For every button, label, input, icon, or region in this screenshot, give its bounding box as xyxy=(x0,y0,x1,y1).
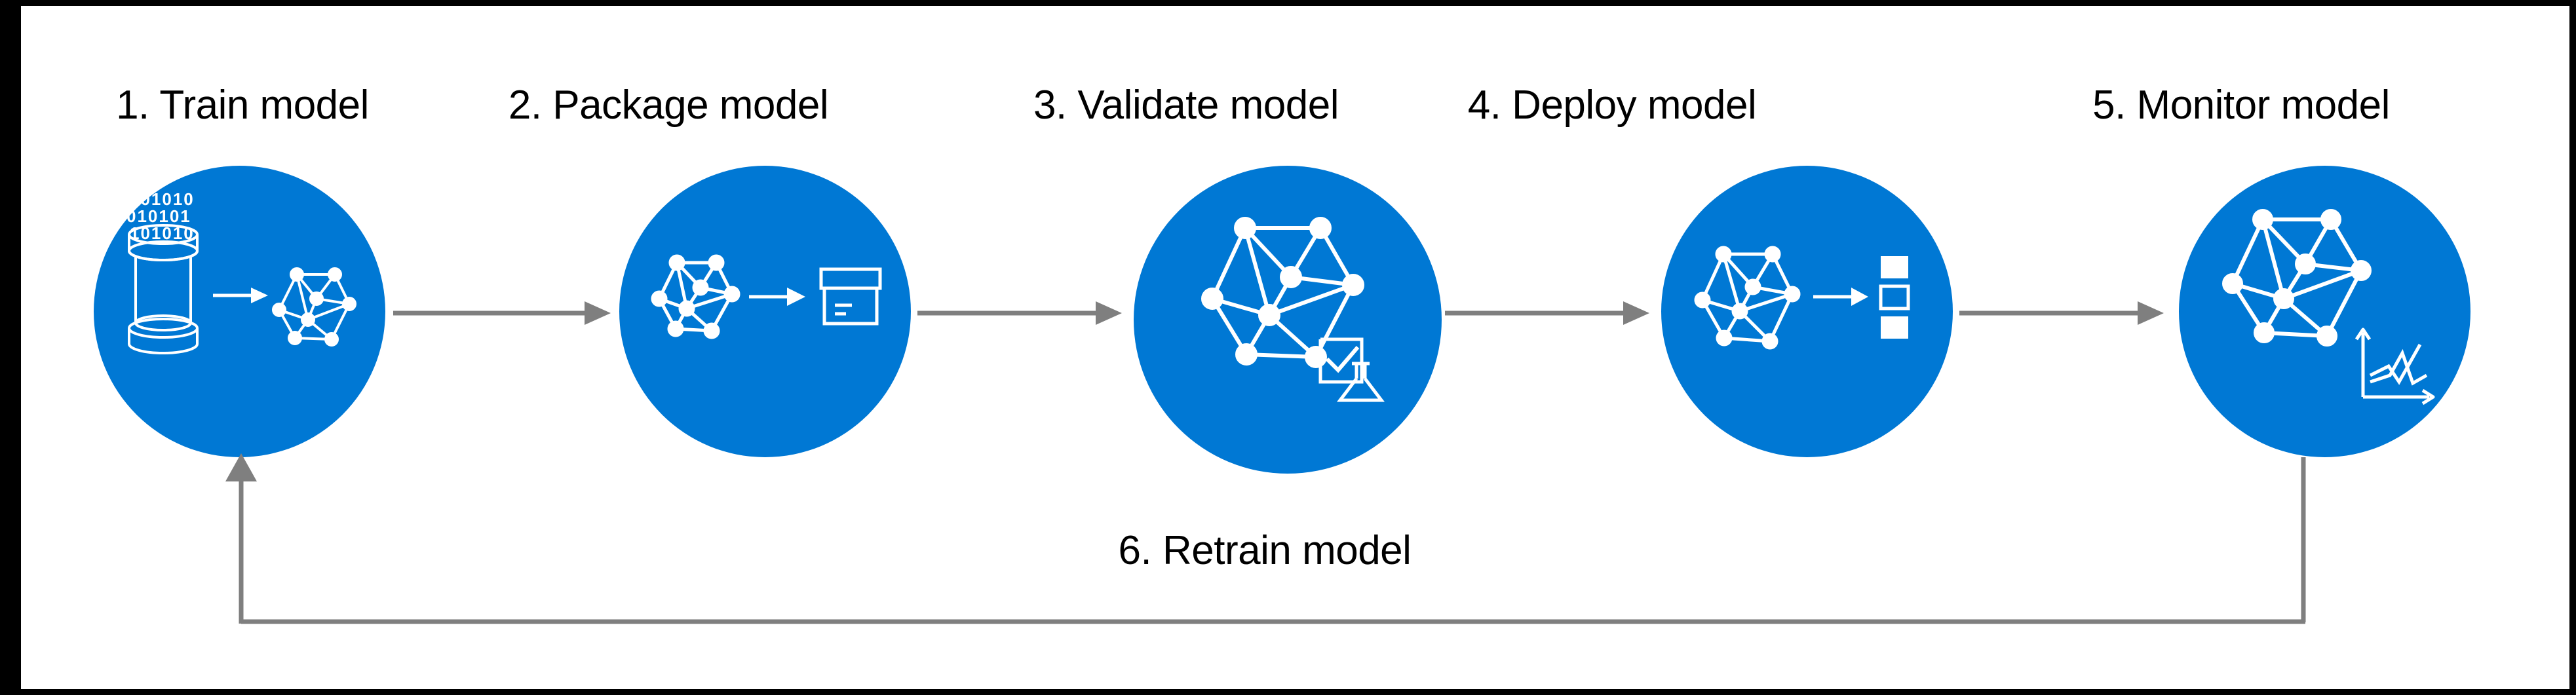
arrow-right-icon xyxy=(1813,288,1868,306)
connector-arrow-4-5 xyxy=(1959,301,2164,325)
stage-circle-validate-model[interactable] xyxy=(1134,166,1442,474)
neural-network-icon xyxy=(1201,217,1364,368)
stage-3-icon-group xyxy=(1201,217,1385,402)
stage-4-icon-group xyxy=(1694,246,1910,350)
neural-network-icon xyxy=(1694,246,1801,350)
stage-circle-deploy-model[interactable] xyxy=(1661,166,1953,457)
neural-network-icon xyxy=(651,254,740,339)
feedback-loop-label: 6. Retrain model xyxy=(1118,528,1412,573)
connector-arrow-1-2 xyxy=(393,301,611,325)
stage-label-package-model: 2. Package model xyxy=(508,83,829,128)
stage-1-icon-group: 101010 010101 101010 xyxy=(126,189,356,354)
frame-border-right xyxy=(2569,0,2576,695)
database-binary-icon: 101010 010101 101010 xyxy=(126,189,199,354)
stage-circle-train-model[interactable]: 101010 010101 101010 xyxy=(94,166,385,457)
flask-icon xyxy=(1336,362,1385,402)
stacked-squares-icon xyxy=(1879,256,1910,339)
neural-network-icon xyxy=(2222,209,2372,347)
frame-border-bottom xyxy=(21,689,2576,695)
stage-circle-package-model[interactable] xyxy=(619,166,911,457)
arrow-right-icon xyxy=(213,288,268,303)
svg-text:010101: 010101 xyxy=(126,206,191,226)
package-box-icon xyxy=(819,267,882,326)
arrow-right-icon xyxy=(749,288,805,306)
feedback-loop-arrow xyxy=(225,453,2306,624)
stage-label-train-model: 1. Train model xyxy=(116,83,369,128)
line-chart-icon xyxy=(2355,328,2435,405)
connector-arrow-2-3 xyxy=(917,301,1122,325)
connector-arrow-3-4 xyxy=(1445,301,1649,325)
stage-label-monitor-model: 5. Monitor model xyxy=(2092,83,2390,128)
svg-text:101010: 101010 xyxy=(130,189,195,209)
stage-5-icon-group xyxy=(2222,209,2435,405)
stage-circle-monitor-model[interactable] xyxy=(2179,166,2470,457)
frame-border-top xyxy=(21,0,2576,6)
stage-2-icon-group xyxy=(651,254,882,339)
neural-network-icon xyxy=(272,267,356,347)
stage-label-deploy-model: 4. Deploy model xyxy=(1467,83,1757,128)
stage-label-validate-model: 3. Validate model xyxy=(1033,83,1339,128)
checkmark-box-icon xyxy=(1318,337,1364,384)
frame-border-left xyxy=(0,0,21,695)
